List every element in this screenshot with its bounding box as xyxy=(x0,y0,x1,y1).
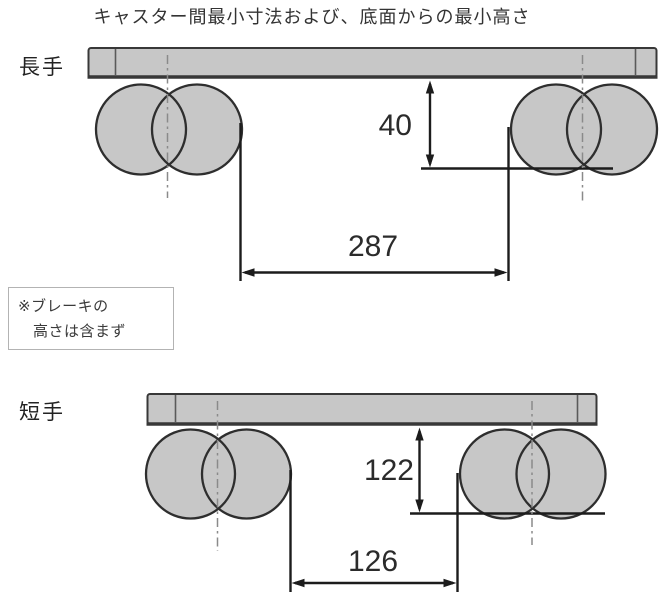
short-side-label: 短手 xyxy=(19,401,65,424)
short-side-width-dimension xyxy=(289,470,459,592)
diagram-title: キャスター間最小寸法および、底面からの最小高さ xyxy=(93,7,531,27)
short-side-right-caster xyxy=(458,428,607,520)
long-side-height-dimension xyxy=(425,80,435,168)
long-side-left-caster xyxy=(94,83,244,176)
long-side-width-dimension xyxy=(239,123,510,281)
caster-wheel xyxy=(516,429,606,519)
short-side-diagram xyxy=(144,393,607,592)
caster-wheel xyxy=(152,84,242,175)
caster-wheel-outline xyxy=(144,428,237,520)
arrow-right xyxy=(443,578,457,588)
long-side-plate xyxy=(87,47,658,79)
arrow-down xyxy=(425,154,435,168)
note-box: ※ブレーキの 高さは含まず xyxy=(8,287,174,350)
short-side-height-dimension xyxy=(415,427,424,513)
caster-wheel-outline xyxy=(565,83,659,176)
caster-wheel xyxy=(202,429,291,519)
caster-wheel-outline xyxy=(509,83,603,176)
arrow-right xyxy=(494,268,508,277)
short-side-height-value: 122 xyxy=(363,454,414,487)
caster-wheel-outline xyxy=(458,428,551,520)
note-line-1: ※ブレーキの xyxy=(18,298,109,315)
long-side-width-value: 287 xyxy=(347,230,399,263)
short-side-left-caster xyxy=(144,428,293,520)
arrow-up xyxy=(415,427,424,441)
arrow-left xyxy=(241,268,255,277)
short-side-plate xyxy=(146,393,598,426)
plate-body xyxy=(146,393,598,425)
short-side-width-value: 126 xyxy=(347,545,399,578)
long-side-height-value: 40 xyxy=(378,109,412,142)
arrow-down xyxy=(415,499,424,513)
caster-wheel-outline xyxy=(150,83,244,176)
note-line-2: 高さは含まず xyxy=(33,323,127,340)
long-side-label: 長手 xyxy=(19,56,65,79)
plate-body xyxy=(87,47,658,78)
caster-wheel-outline xyxy=(515,428,607,520)
arrow-left xyxy=(291,578,305,588)
long-side-right-caster xyxy=(509,83,659,176)
long-side-diagram xyxy=(87,47,659,281)
caster-wheel-outline xyxy=(94,83,188,176)
arrow-up xyxy=(425,80,435,94)
caster-wheel xyxy=(567,84,657,175)
